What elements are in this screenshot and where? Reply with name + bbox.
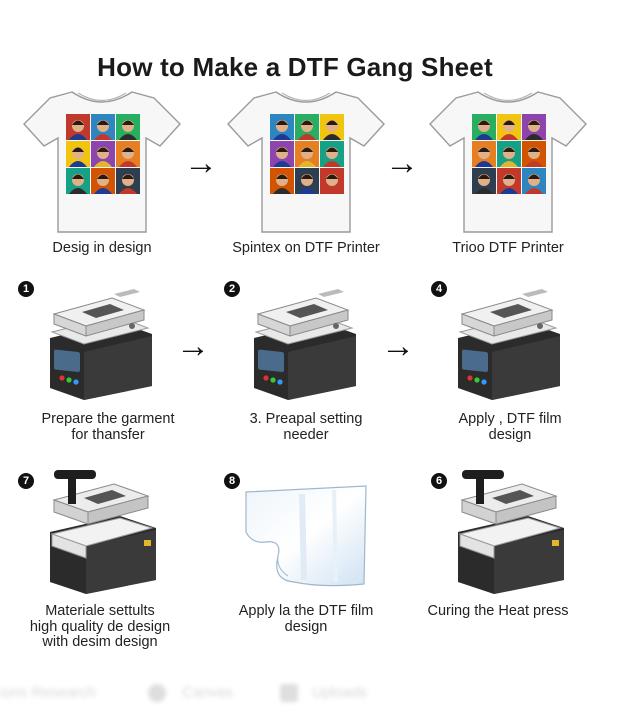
caption-line: Apply la the DTF film bbox=[238, 603, 374, 619]
heat-press-icon bbox=[254, 289, 356, 400]
portrait-tile bbox=[472, 141, 496, 167]
step-caption: Apply , DTF film design bbox=[420, 411, 600, 443]
heat-press-icon bbox=[458, 289, 560, 400]
caption-line: needer bbox=[283, 426, 329, 443]
portrait-tile bbox=[295, 114, 319, 140]
step-number-badge: 8 bbox=[224, 473, 240, 489]
portrait-tile bbox=[91, 141, 115, 167]
photo-grid bbox=[270, 114, 344, 194]
portrait-tile bbox=[66, 141, 90, 167]
caption-line: 3. Preapal setting bbox=[249, 411, 363, 427]
faded-icon bbox=[148, 684, 166, 702]
portrait-tile bbox=[295, 168, 319, 194]
heat-press-2 bbox=[244, 282, 364, 402]
tshirt-icon bbox=[227, 91, 385, 233]
step-caption: Spintex on DTF Printer bbox=[232, 240, 380, 256]
step-caption: 3. Preapal setting needer bbox=[216, 411, 396, 443]
step-number-badge: 2 bbox=[224, 281, 240, 297]
heat-press-handle-1 bbox=[40, 466, 165, 596]
heat-press-icon bbox=[458, 470, 564, 594]
step-caption: Trioo DTF Printer bbox=[452, 240, 564, 256]
caption-line: for thansfer bbox=[71, 426, 145, 443]
dtf-film-icon bbox=[245, 485, 367, 587]
faded-icon bbox=[280, 684, 298, 702]
portrait-tile bbox=[66, 114, 90, 140]
caption-line: Materiale settults bbox=[45, 603, 155, 619]
caption-line: with desim design bbox=[42, 634, 158, 650]
caption-line: Apply , DTF film bbox=[458, 411, 562, 427]
portrait-tile bbox=[116, 168, 140, 194]
arrow-icon: → bbox=[385, 144, 419, 182]
portrait-tile bbox=[116, 141, 140, 167]
caption-line: high quality de design bbox=[29, 618, 171, 635]
portrait-tile bbox=[472, 168, 496, 194]
portrait-tile bbox=[270, 168, 294, 194]
step-number-badge: 7 bbox=[18, 473, 34, 489]
tshirt-icon bbox=[429, 91, 587, 233]
portrait-tile bbox=[66, 168, 90, 194]
photo-grid bbox=[472, 114, 546, 194]
tshirt-icon bbox=[23, 91, 181, 233]
shirt-3 bbox=[428, 86, 588, 236]
portrait-tile bbox=[116, 114, 140, 140]
arrow-icon: → bbox=[176, 327, 210, 365]
step-number-badge: 1 bbox=[18, 281, 34, 297]
caption-line: design bbox=[284, 618, 328, 635]
portrait-tile bbox=[497, 141, 521, 167]
shirt-2 bbox=[226, 86, 386, 236]
portrait-tile bbox=[522, 141, 546, 167]
heat-press-icon bbox=[50, 289, 152, 400]
step-caption: Prepare the garment for thansfer bbox=[18, 411, 198, 443]
portrait-tile bbox=[320, 168, 344, 194]
portrait-tile bbox=[497, 168, 521, 194]
heat-press-icon bbox=[50, 470, 156, 594]
faded-toolbar: ions Research Canvas Uploads bbox=[0, 682, 627, 706]
portrait-tile bbox=[522, 114, 546, 140]
portrait-tile bbox=[270, 141, 294, 167]
caption-line: design bbox=[488, 426, 532, 443]
shirt-1 bbox=[22, 86, 182, 236]
page-title: How to Make a DTF Gang Sheet bbox=[97, 52, 493, 82]
step-caption: Apply la the DTF film design bbox=[216, 603, 396, 635]
portrait-tile bbox=[295, 141, 319, 167]
step-number-badge: 6 bbox=[431, 473, 447, 489]
portrait-tile bbox=[320, 141, 344, 167]
portrait-tile bbox=[497, 114, 521, 140]
portrait-tile bbox=[91, 168, 115, 194]
heat-press-3 bbox=[448, 282, 568, 402]
step-caption: Curing the Heat press bbox=[408, 603, 588, 620]
arrow-icon: → bbox=[184, 144, 218, 182]
portrait-tile bbox=[472, 114, 496, 140]
faded-label: Canvas bbox=[182, 684, 233, 701]
step-caption: Desig in design bbox=[52, 240, 152, 256]
step-number-badge: 4 bbox=[431, 281, 447, 297]
portrait-tile bbox=[522, 168, 546, 194]
portrait-tile bbox=[320, 114, 344, 140]
step-caption: Materiale settults high quality de desig… bbox=[10, 603, 190, 651]
arrow-icon: → bbox=[381, 327, 415, 365]
faded-label: ions Research bbox=[0, 684, 96, 701]
dtf-film bbox=[242, 484, 372, 594]
faded-label: Uploads bbox=[312, 684, 368, 701]
heat-press-handle-2 bbox=[448, 466, 573, 596]
portrait-tile bbox=[270, 114, 294, 140]
caption-line: Curing the Heat press bbox=[427, 603, 569, 619]
portrait-tile bbox=[91, 114, 115, 140]
caption-line: Prepare the garment bbox=[41, 411, 175, 427]
photo-grid bbox=[66, 114, 140, 194]
heat-press-1 bbox=[40, 282, 160, 402]
